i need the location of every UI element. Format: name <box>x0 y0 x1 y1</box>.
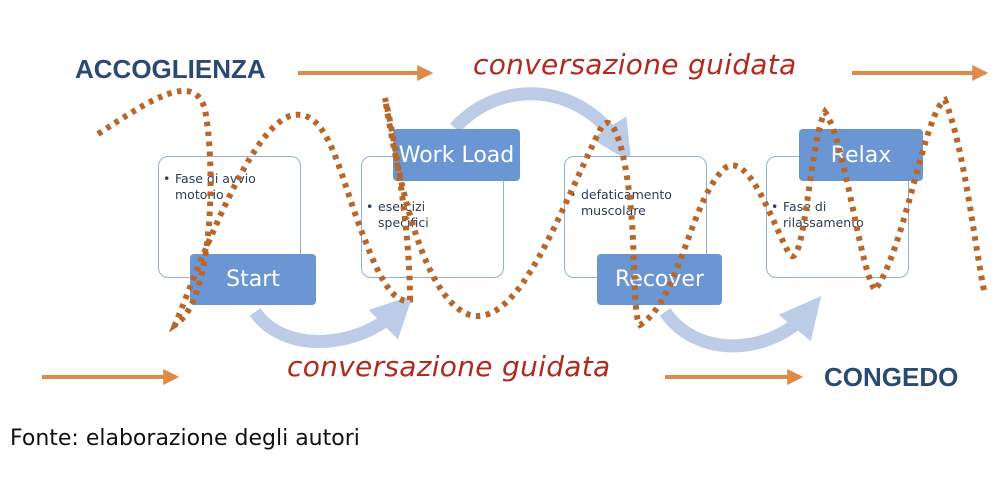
guided-conversation-bottom: conversazione guidata <box>287 350 611 383</box>
curved-arrow-workload-to-recover <box>450 87 632 163</box>
dotted-wave-line <box>96 88 988 333</box>
step-tab-relax: Relax <box>799 129 923 181</box>
heading-congedo: CONGEDO <box>824 362 959 392</box>
step-tab-workload: Work Load <box>393 129 520 181</box>
source-caption: Fonte: elaborazione degli autori <box>10 426 360 451</box>
step-tab-recover: Recover <box>597 254 722 305</box>
curved-arrow-start-to-workload <box>249 295 413 348</box>
heading-accoglienza: ACCOGLIENZA <box>75 54 266 84</box>
curved-arrow-recover-to-relax <box>659 295 822 353</box>
guided-conversation-top: conversazione guidata <box>473 48 797 81</box>
step-bullet: Fase di avvio motorio <box>163 171 287 203</box>
step-tab-start: Start <box>190 254 316 305</box>
